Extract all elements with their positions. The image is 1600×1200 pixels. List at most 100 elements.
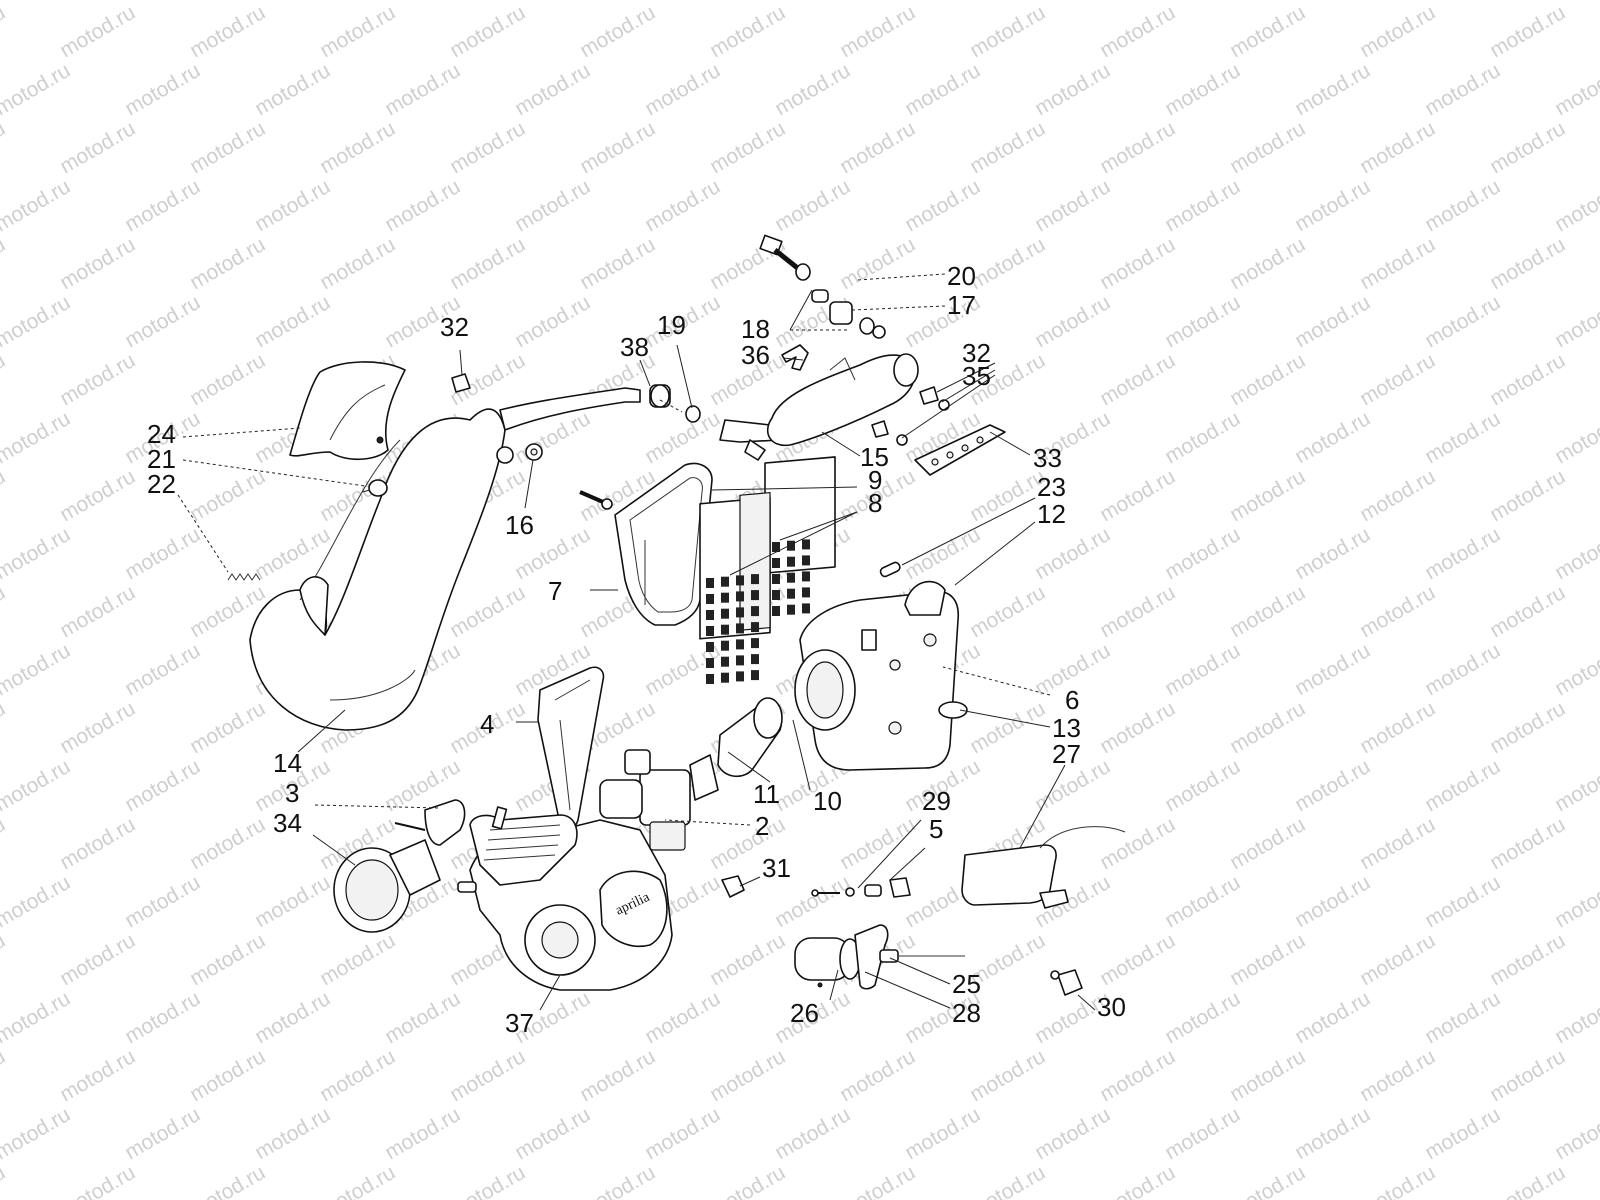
filter-grid-cell (721, 656, 729, 667)
engine-part: aprilia (457, 806, 673, 991)
clip-32-part (451, 373, 471, 393)
callout-36: 36 (741, 340, 770, 370)
filter-grid-cell (772, 574, 780, 584)
filter-grid-cell (787, 556, 795, 567)
filter-grid-cell (736, 575, 744, 586)
filter-grid-cell (772, 558, 780, 568)
filter-grid-cell (706, 610, 714, 620)
bolt-stack-part (759, 234, 886, 339)
filter-grid-cell (736, 655, 744, 666)
filter-grid-cell (706, 578, 714, 588)
callout-10: 10 (813, 786, 842, 816)
callout-33: 33 (1033, 443, 1062, 473)
callout-16: 16 (505, 510, 534, 540)
callout-7: 7 (548, 576, 562, 606)
filter-grid-cell (802, 555, 810, 566)
watermark-text: motod.ru (0, 1161, 9, 1200)
filter-grid-cell (706, 674, 714, 684)
filter-grid-cell (751, 606, 759, 617)
filter-frame-part (614, 462, 713, 626)
plate-33-part (914, 424, 1006, 476)
leader-lines (177, 273, 1096, 1011)
airbox-part (794, 580, 960, 771)
callout-32: 32 (962, 338, 991, 368)
callout-15: 15 (860, 442, 889, 472)
callout-14: 14 (273, 748, 302, 778)
clips-right-part (871, 386, 950, 446)
filter-grid-cell (751, 590, 759, 601)
filter-grid-cell (802, 571, 810, 582)
filter-grid-cell (751, 622, 759, 633)
cdi-unit-part (961, 826, 1126, 909)
filter-grid-cell (721, 576, 729, 587)
callout-27: 27 (1052, 739, 1081, 769)
cover-3-part (394, 799, 466, 846)
heat-shield-part (289, 361, 406, 461)
callout-9: 9 (868, 465, 882, 495)
callout-2: 2 (755, 811, 769, 841)
pin-23-part (879, 561, 901, 578)
callout-8: 8 (868, 488, 882, 518)
callout-4: 4 (480, 709, 494, 739)
filter-grid-cell (736, 607, 744, 618)
filter-grid-cell (751, 670, 759, 681)
filter-grid-cell (706, 594, 714, 604)
filter-grid-cell (736, 591, 744, 602)
callout-38: 38 (620, 332, 649, 362)
filter-grid-cell (736, 623, 744, 634)
callout-30: 30 (1097, 992, 1126, 1022)
callout-labels: 20 17 18 36 32 35 32 38 19 24 21 22 16 1… (147, 261, 1126, 1038)
filter-grid-cell (751, 654, 759, 665)
callout-13: 13 (1052, 713, 1081, 743)
filter-grid-cell (736, 639, 744, 650)
callout-31: 31 (762, 853, 791, 883)
silencer-part (719, 353, 919, 461)
filter-grid-cell (721, 640, 729, 651)
filter-grid-cell (802, 539, 810, 550)
callout-35: 35 (962, 361, 991, 391)
ignition-coil-part (794, 924, 965, 990)
filter-grid-cell (706, 626, 714, 636)
callout-6: 6 (1065, 685, 1079, 715)
filter-grid-cell (751, 574, 759, 585)
filter-grid-cell (802, 603, 810, 614)
callout-21: 21 (147, 444, 176, 474)
callout-11: 11 (753, 779, 780, 809)
screw-part (579, 490, 613, 510)
filter-grid-cell (787, 604, 795, 615)
filter-grid-cell (736, 671, 744, 682)
callout-19: 19 (657, 310, 686, 340)
ring-19-part (685, 405, 701, 423)
filter-grid-cell (787, 540, 795, 551)
expansion-chamber-part (249, 387, 641, 731)
spring-22-part (227, 573, 261, 581)
callout-17: 17 (947, 290, 976, 320)
bushing-21-part (361, 479, 388, 497)
nut-16-part (525, 443, 543, 461)
filter-grid-cell (772, 542, 780, 552)
nut-31-part (721, 875, 745, 898)
callout-3: 3 (285, 778, 299, 808)
filter-grid-cell (772, 590, 780, 600)
filter-grid-cell (787, 572, 795, 583)
callout-23: 23 (1037, 472, 1066, 502)
stator-cover-part (333, 839, 441, 933)
callout-20: 20 (947, 261, 976, 291)
filter-element-part (699, 456, 836, 684)
callout-37: 37 (505, 1008, 534, 1038)
filter-grid-cell (802, 587, 810, 598)
callout-5: 5 (929, 814, 943, 844)
carburetor-part (599, 749, 719, 851)
filter-grid-cell (721, 672, 729, 683)
bracket-36-part (781, 344, 809, 371)
callout-26: 26 (790, 998, 819, 1028)
callout-29: 29 (922, 786, 951, 816)
callout-34: 34 (273, 808, 302, 838)
spark-cap-30-part (1050, 969, 1083, 996)
callout-12: 12 (1037, 499, 1066, 529)
callout-18: 18 (741, 314, 770, 344)
callout-24: 24 (147, 419, 176, 449)
intake-boot-part (717, 697, 783, 778)
filter-grid-cell (706, 658, 714, 668)
